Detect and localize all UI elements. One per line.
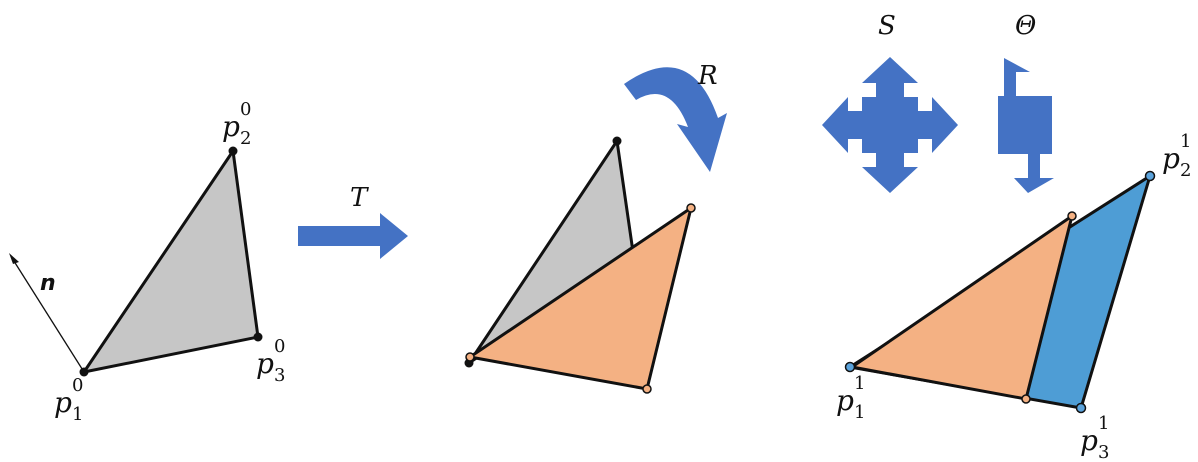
svg-text:2: 2 (1180, 160, 1191, 181)
scale-icon-group: S (822, 11, 958, 193)
translate-arrow (298, 213, 408, 259)
point-p2-0 (228, 146, 238, 156)
label-p3-0: p 0 3 (256, 336, 285, 386)
scale-icon (822, 57, 958, 193)
translate-arrow-group: T (298, 183, 408, 259)
final-panel-group: p 1 1 p 1 2 p 1 3 (836, 131, 1191, 462)
normal-vector (11, 257, 85, 373)
normal-label: n (40, 271, 56, 296)
label-p1-0: p 0 1 (54, 375, 83, 425)
svg-text:3: 3 (1098, 442, 1109, 462)
svg-text:p: p (836, 384, 854, 417)
point-p1-0 (79, 367, 89, 377)
point-p3-1 (1075, 402, 1087, 414)
initial-triangle (82, 149, 260, 374)
svg-text:p: p (1162, 142, 1180, 175)
svg-text:2: 2 (240, 128, 251, 149)
svg-text:0: 0 (240, 99, 251, 120)
point-translated-p2 (612, 136, 622, 146)
label-p2-0: p 0 2 (222, 99, 251, 149)
shear-icon (998, 58, 1054, 193)
shear-label: Θ (1015, 11, 1036, 41)
svg-text:1: 1 (72, 404, 83, 425)
svg-text:1: 1 (1098, 413, 1109, 434)
shear-icon-group: Θ (998, 11, 1054, 193)
scale-label: S (878, 11, 896, 41)
svg-text:0: 0 (274, 336, 285, 357)
rotated-panel-group: R (464, 61, 727, 394)
svg-text:1: 1 (1180, 131, 1191, 152)
point-overlay-p2 (1067, 211, 1077, 221)
point-overlay-p3 (1021, 394, 1031, 404)
svg-text:3: 3 (274, 365, 285, 386)
label-p3-1: p 1 3 (1080, 413, 1109, 462)
point-rotated-p2 (686, 203, 696, 213)
rotated-triangle (468, 206, 693, 391)
svg-text:0: 0 (72, 375, 83, 396)
svg-text:p: p (54, 386, 72, 419)
point-rotated-p3 (642, 384, 652, 394)
svg-text:p: p (222, 110, 240, 143)
svg-text:1: 1 (854, 402, 865, 423)
label-p2-1: p 1 2 (1162, 131, 1191, 181)
rotate-arrow (624, 67, 727, 172)
label-p1-1: p 1 1 (836, 373, 865, 423)
translate-label: T (350, 183, 369, 213)
point-p3-0 (253, 332, 263, 342)
rotate-label: R (697, 61, 718, 91)
svg-text:p: p (1080, 424, 1098, 457)
initial-triangle-group: n p 0 1 p 0 2 p 0 3 (9, 99, 285, 425)
svg-text:1: 1 (854, 373, 865, 394)
point-p1-1 (844, 361, 856, 373)
overlay-triangle (850, 214, 1074, 401)
point-rotated-p1 (465, 352, 475, 362)
normal-arrowhead (9, 253, 19, 264)
svg-text:p: p (256, 347, 274, 380)
point-p2-1 (1144, 170, 1156, 182)
